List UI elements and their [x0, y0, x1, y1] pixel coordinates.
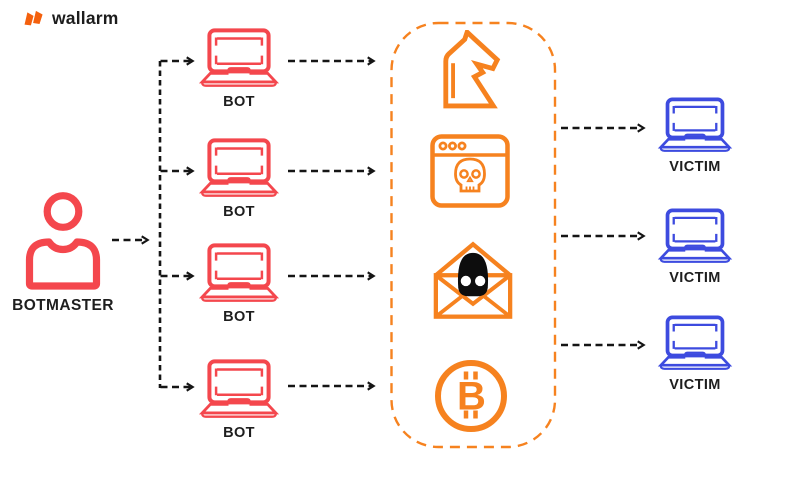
wallarm-logo-text: wallarm: [52, 8, 119, 28]
botmaster-label: BOTMASTER: [12, 297, 114, 314]
bitcoin-icon: B: [431, 356, 511, 436]
trojan-horse-icon: [439, 30, 505, 110]
email-skull-icon: [432, 240, 514, 320]
bot-label: BOT: [223, 204, 255, 220]
wallarm-logo-icon: [24, 10, 43, 26]
person-icon: [25, 192, 101, 290]
botmaster-to-bots-arrows: [112, 56, 195, 392]
bot-node-4: BOT: [195, 358, 283, 441]
laptop-icon: [656, 96, 734, 155]
bitcoin-symbol: B: [457, 375, 486, 419]
bot-node-3: BOT: [195, 242, 283, 325]
victim-node-2: VICTIM: [654, 207, 736, 286]
botmaster-node: BOTMASTER: [12, 192, 114, 315]
bot-label: BOT: [223, 309, 255, 325]
laptop-icon: [656, 207, 734, 266]
victim-node-1: VICTIM: [654, 96, 736, 175]
laptop-icon: [656, 314, 734, 373]
laptop-icon: [197, 358, 281, 421]
wallarm-logo: wallarm: [23, 8, 119, 29]
bot-node-2: BOT: [195, 137, 283, 220]
laptop-icon: [197, 242, 281, 305]
victim-node-3: VICTIM: [654, 314, 736, 393]
victim-label: VICTIM: [669, 377, 721, 393]
bot-label: BOT: [223, 94, 255, 110]
malware-to-victims-arrows: [561, 123, 646, 350]
bots-to-malware-arrows: [288, 56, 376, 391]
bot-node-1: BOT: [195, 27, 283, 110]
laptop-icon: [197, 137, 281, 200]
bot-label: BOT: [223, 425, 255, 441]
laptop-icon: [197, 27, 281, 90]
browser-skull-icon: [430, 134, 510, 208]
victim-label: VICTIM: [669, 159, 721, 175]
victim-label: VICTIM: [669, 270, 721, 286]
